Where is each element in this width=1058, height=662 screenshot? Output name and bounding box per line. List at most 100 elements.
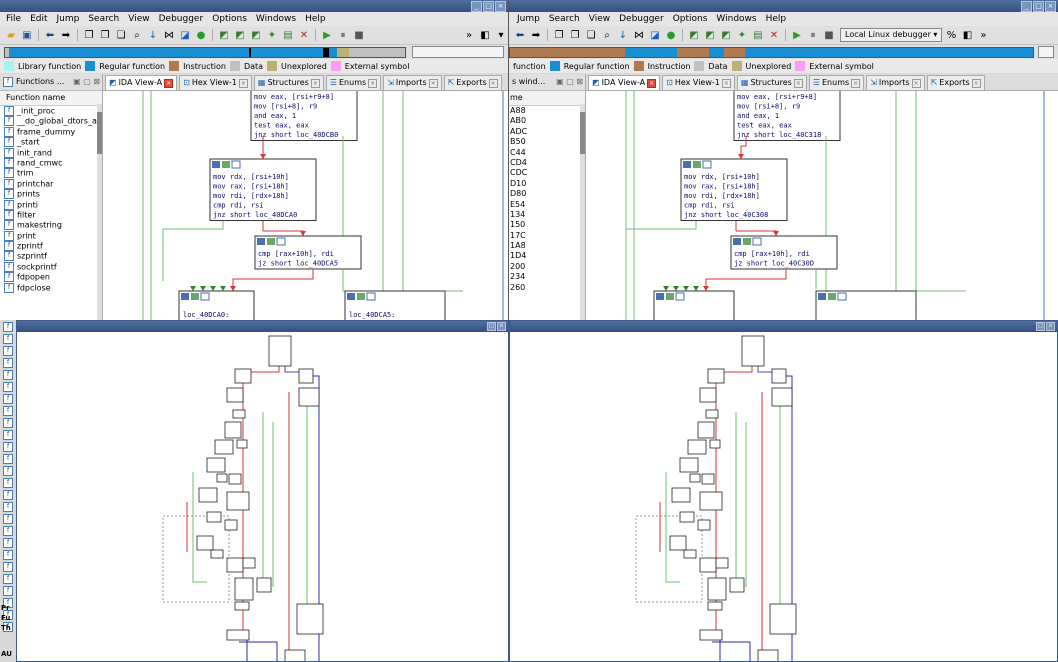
close-icon[interactable]: × xyxy=(721,78,731,88)
tab-ida-view-a[interactable]: ◩IDA View-A× xyxy=(588,75,661,90)
back-icon[interactable]: ⬅ xyxy=(515,29,525,41)
tab-hex-view-1[interactable]: ⊡Hex View-1× xyxy=(179,75,252,90)
chevron-down-icon[interactable]: ▾ xyxy=(498,29,504,41)
bp-icon[interactable]: ◩ xyxy=(689,29,699,41)
graph-icon[interactable]: ◪ xyxy=(650,29,660,41)
function-list-item[interactable]: CD4 xyxy=(509,158,585,168)
window-titlebar[interactable]: _□× xyxy=(509,0,1058,12)
tab-imports[interactable]: ⇲Imports× xyxy=(383,75,442,90)
find-icon[interactable]: ⌕ xyxy=(604,29,610,41)
copy-icon[interactable]: ❐ xyxy=(84,29,94,41)
menu-file[interactable]: File xyxy=(6,14,22,24)
panel-buttons-icon[interactable]: ▣ ▢ ⊠ xyxy=(556,77,583,86)
pause-icon[interactable]: ⏸ xyxy=(340,29,346,41)
segment-combo[interactable] xyxy=(1038,46,1054,58)
function-list-item[interactable]: 1A8 xyxy=(509,241,585,251)
function-list-item[interactable]: f__do_global_dtors_au xyxy=(0,116,102,127)
window-titlebar[interactable]: _□× xyxy=(0,0,508,12)
menu-jump[interactable]: Jump xyxy=(56,14,80,24)
scrollbar[interactable] xyxy=(97,104,102,320)
minimize-icon[interactable]: _ xyxy=(471,1,482,12)
tab-exports[interactable]: ⇱Exports× xyxy=(926,75,985,90)
menu-view[interactable]: View xyxy=(588,14,611,24)
function-list-item[interactable]: CDC xyxy=(509,168,585,178)
close-icon[interactable]: × xyxy=(497,322,506,331)
scrollbar[interactable] xyxy=(580,104,585,320)
function-list-item[interactable]: 260 xyxy=(509,283,585,293)
find-icon[interactable]: ⌕ xyxy=(134,29,140,41)
function-list-item[interactable]: f_start xyxy=(0,137,102,148)
overflow-icon[interactable]: » xyxy=(465,29,473,41)
paste-icon[interactable]: ❏ xyxy=(586,29,596,41)
tab-imports[interactable]: ⇲Imports× xyxy=(866,75,925,90)
graph-overview-titlebar[interactable]: □× xyxy=(17,321,508,332)
close-icon[interactable]: × xyxy=(911,78,921,88)
delete-icon[interactable]: ✕ xyxy=(769,29,779,41)
scrollbar-thumb[interactable] xyxy=(97,112,102,154)
function-list-item[interactable]: f_init_proc xyxy=(0,106,102,116)
stop-icon[interactable]: ■ xyxy=(824,29,834,41)
green-circle-icon[interactable]: ● xyxy=(666,29,676,41)
function-list-item[interactable]: E54 xyxy=(509,200,585,210)
green-circle-icon[interactable]: ● xyxy=(196,29,206,41)
function-list-item[interactable]: AB0 xyxy=(509,116,585,126)
tab-enums[interactable]: ☰Enums× xyxy=(325,75,382,90)
tab-hex-view-1[interactable]: ⊡Hex View-1× xyxy=(662,75,735,90)
panel-buttons-icon[interactable]: ▣ ▢ ⊠ xyxy=(73,77,100,86)
bp3-icon[interactable]: ◩ xyxy=(251,29,261,41)
close-icon[interactable]: × xyxy=(1045,1,1056,12)
close-icon[interactable]: × xyxy=(238,78,248,88)
binary-icon[interactable]: ⋈ xyxy=(634,29,644,41)
close-icon[interactable]: × xyxy=(164,78,174,88)
overflow-icon[interactable]: » xyxy=(980,29,987,41)
menu-windows[interactable]: Windows xyxy=(255,14,297,24)
close-icon[interactable]: × xyxy=(488,78,498,88)
function-list-item[interactable]: 200 xyxy=(509,262,585,272)
function-list-item[interactable]: D10 xyxy=(509,179,585,189)
close-icon[interactable]: × xyxy=(647,78,657,88)
function-name-column[interactable]: me xyxy=(509,91,585,106)
bp-icon[interactable]: ◩ xyxy=(219,29,229,41)
close-icon[interactable]: × xyxy=(310,78,320,88)
tab-ida-view-a[interactable]: ◩IDA View-A× xyxy=(105,75,178,90)
close-icon[interactable]: × xyxy=(495,1,506,12)
pause-icon[interactable]: ⏸ xyxy=(810,29,816,41)
navigation-band[interactable] xyxy=(0,45,508,59)
graph-overview-titlebar[interactable]: □× xyxy=(510,321,1057,332)
copy2-icon[interactable]: ❐ xyxy=(570,29,580,41)
graph-overview[interactable] xyxy=(17,332,508,661)
tab-structures[interactable]: ▦Structures× xyxy=(736,75,807,90)
maximize-icon[interactable]: □ xyxy=(483,1,494,12)
image-icon[interactable]: ▤ xyxy=(283,29,293,41)
tab-exports[interactable]: ⇱Exports× xyxy=(443,75,502,90)
percent-icon[interactable]: % xyxy=(946,29,957,41)
menu-help[interactable]: Help xyxy=(765,14,787,24)
menu-jump[interactable]: Jump xyxy=(517,14,540,24)
forward-icon[interactable]: ➡ xyxy=(61,29,71,41)
graph-icon[interactable]: ◪ xyxy=(180,29,190,41)
debugger-select[interactable]: Local Linux debugger ▾ xyxy=(840,28,943,42)
close-icon[interactable]: × xyxy=(428,78,438,88)
minimize-icon[interactable]: _ xyxy=(1021,1,1032,12)
paste-icon[interactable]: ❏ xyxy=(116,29,126,41)
play-icon[interactable]: ▶ xyxy=(323,29,331,41)
function-name-column[interactable]: Function name xyxy=(0,91,102,106)
scrollbar-thumb[interactable] xyxy=(580,112,585,154)
wand-icon[interactable]: ✦ xyxy=(267,29,277,41)
function-list-item[interactable]: C44 xyxy=(509,148,585,158)
menu-help[interactable]: Help xyxy=(305,14,326,24)
save-icon[interactable]: ▣ xyxy=(22,29,32,41)
bp2-icon[interactable]: ◩ xyxy=(705,29,715,41)
segment-combo[interactable] xyxy=(412,46,504,58)
close-icon[interactable]: × xyxy=(971,78,981,88)
menu-search[interactable]: Search xyxy=(88,14,120,24)
